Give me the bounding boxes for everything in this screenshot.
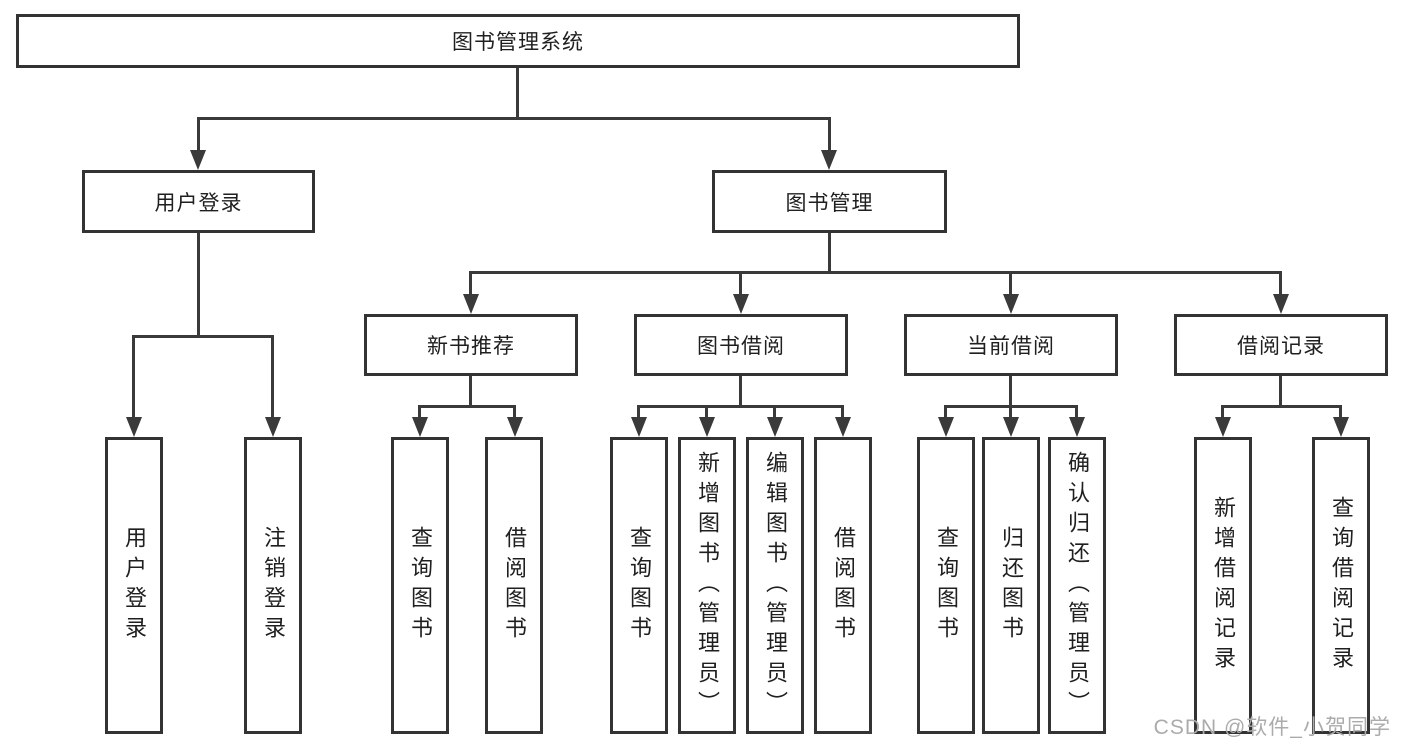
leaf-return-books: 归还图书 — [982, 437, 1040, 734]
leaf-user-login-label: 用户登录 — [122, 525, 147, 646]
node-root-system: 图书管理系统 — [16, 14, 1020, 68]
connector-line — [1279, 376, 1282, 408]
connector-line — [197, 117, 831, 120]
leaf-query-books-borrow-label: 查询图书 — [627, 525, 652, 646]
node-borrow-records: 借阅记录 — [1174, 314, 1388, 376]
node-book-management-label: 图书管理 — [785, 191, 874, 215]
node-new-book-recommend-label: 新书推荐 — [427, 335, 515, 358]
leaf-query-borrow-record-label: 查询借阅记录 — [1329, 495, 1354, 676]
arrow-down-icon — [1003, 294, 1019, 314]
connector-line — [637, 405, 844, 408]
leaf-confirm-return-admin-label: 确认归还（管理员） — [1065, 450, 1090, 721]
connector-line — [197, 233, 200, 338]
connector-line — [469, 271, 1282, 274]
arrow-down-icon — [699, 417, 715, 437]
leaf-logout: 注销登录 — [244, 437, 302, 734]
connector-line — [1279, 271, 1282, 297]
leaf-logout-label: 注销登录 — [261, 525, 286, 646]
leaf-confirm-return-admin: 确认归还（管理员） — [1048, 437, 1106, 734]
arrow-down-icon — [733, 294, 749, 314]
leaf-borrow-books-recommend-label: 借阅图书 — [502, 525, 527, 646]
connector-line — [1221, 405, 1342, 408]
arrow-down-icon — [1003, 417, 1019, 437]
leaf-return-books-label: 归还图书 — [999, 525, 1024, 646]
arrow-down-icon — [767, 417, 783, 437]
node-new-book-recommend: 新书推荐 — [364, 314, 578, 376]
node-user-login: 用户登录 — [82, 170, 315, 233]
leaf-query-books-recommend: 查询图书 — [391, 437, 449, 734]
leaf-edit-books-admin-label: 编辑图书（管理员） — [763, 450, 788, 721]
node-book-borrow: 图书借阅 — [634, 314, 848, 376]
arrow-down-icon — [412, 417, 428, 437]
connector-line — [1009, 405, 1012, 419]
leaf-add-books-admin-label: 新增图书（管理员） — [695, 450, 720, 721]
connector-line — [132, 335, 135, 419]
arrow-down-icon — [190, 150, 206, 170]
connector-line — [197, 117, 200, 151]
leaf-add-books-admin: 新增图书（管理员） — [678, 437, 736, 734]
connector-line — [828, 117, 831, 151]
node-book-management: 图书管理 — [712, 170, 947, 233]
leaf-edit-books-admin: 编辑图书（管理员） — [746, 437, 804, 734]
watermark: CSDN @软件_小贺同学 — [1153, 716, 1391, 739]
leaf-query-books-recommend-label: 查询图书 — [408, 525, 433, 646]
leaf-user-login: 用户登录 — [105, 437, 163, 734]
node-root-label: 图书管理系统 — [452, 31, 584, 54]
connector-line — [513, 405, 516, 419]
connector-line — [516, 68, 519, 120]
arrow-down-icon — [631, 417, 647, 437]
connector-line — [705, 405, 708, 419]
connector-line — [1009, 376, 1012, 408]
connector-line — [944, 405, 947, 419]
arrow-down-icon — [835, 417, 851, 437]
connector-line — [828, 233, 831, 274]
connector-line — [841, 405, 844, 419]
leaf-query-books-current-label: 查询图书 — [934, 525, 959, 646]
arrow-down-icon — [821, 150, 837, 170]
connector-line — [132, 335, 274, 338]
arrow-down-icon — [507, 417, 523, 437]
connector-line — [637, 405, 640, 419]
arrow-down-icon — [1215, 417, 1231, 437]
leaf-add-borrow-record-label: 新增借阅记录 — [1211, 495, 1236, 676]
connector-line — [1009, 271, 1012, 297]
node-user-login-label: 用户登录 — [154, 191, 243, 215]
connector-line — [1339, 405, 1342, 419]
node-current-borrow: 当前借阅 — [904, 314, 1118, 376]
leaf-borrow-books-recommend: 借阅图书 — [485, 437, 543, 734]
arrow-down-icon — [1069, 417, 1085, 437]
connector-line — [739, 376, 742, 408]
connector-line — [469, 271, 472, 297]
connector-line — [1221, 405, 1224, 419]
leaf-query-borrow-record: 查询借阅记录 — [1312, 437, 1370, 734]
connector-line — [271, 335, 274, 419]
connector-line — [418, 405, 421, 419]
arrow-down-icon — [265, 417, 281, 437]
node-book-borrow-label: 图书借阅 — [697, 335, 785, 358]
arrow-down-icon — [126, 417, 142, 437]
arrow-down-icon — [938, 417, 954, 437]
connector-line — [469, 376, 472, 408]
leaf-borrow-books: 借阅图书 — [814, 437, 872, 734]
connector-line — [739, 271, 742, 297]
node-current-borrow-label: 当前借阅 — [967, 335, 1055, 358]
arrow-down-icon — [463, 294, 479, 314]
leaf-borrow-books-label: 借阅图书 — [831, 525, 856, 646]
arrow-down-icon — [1273, 294, 1289, 314]
leaf-query-books-current: 查询图书 — [917, 437, 975, 734]
connector-line — [773, 405, 776, 419]
leaf-query-books-borrow: 查询图书 — [610, 437, 668, 734]
arrow-down-icon — [1333, 417, 1349, 437]
connector-line — [418, 405, 516, 408]
connector-line — [1075, 405, 1078, 419]
node-borrow-records-label: 借阅记录 — [1237, 335, 1325, 358]
leaf-add-borrow-record: 新增借阅记录 — [1194, 437, 1252, 734]
